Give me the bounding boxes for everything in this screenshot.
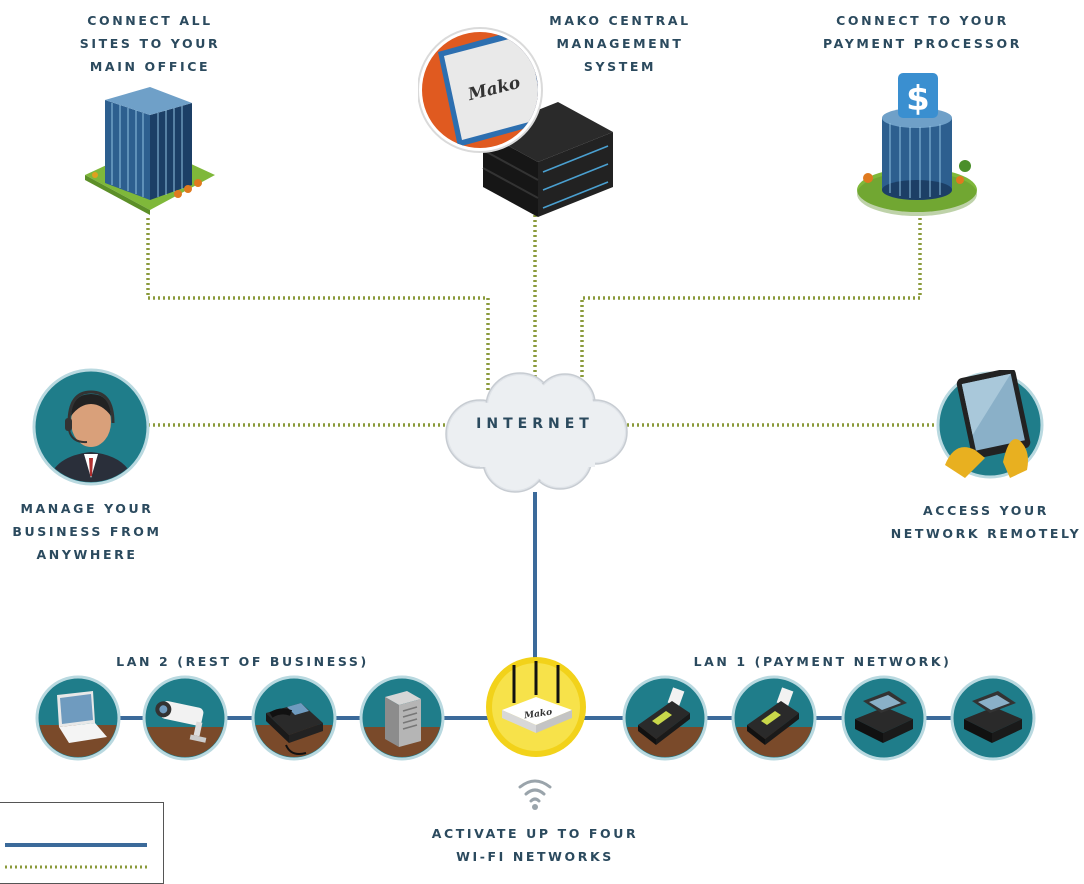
office-building-icon [80, 75, 220, 215]
link-main-office [146, 218, 490, 390]
wifi-icon [510, 773, 560, 813]
label-central-mgmt: MAKO CENTRAL MANAGEMENT SYSTEM [549, 13, 691, 74]
label-lan2: LAN 2 (REST OF BUSINESS) [116, 654, 369, 669]
security-camera-icon [142, 675, 228, 761]
router-logo: Mako [523, 708, 553, 722]
server-tower-icon [359, 675, 445, 761]
label-wifi: ACTIVATE UP TO FOUR WI-FI NETWORKS [431, 826, 639, 864]
payment-processor-building-icon: $ [850, 68, 985, 218]
laptop-icon [35, 675, 121, 761]
link-payment-processor [580, 218, 922, 390]
dollar-sign-icon: $ [906, 79, 930, 119]
label-manage: MANAGE YOUR BUSINESS FROM ANYWHERE [12, 501, 162, 562]
legend-box [0, 802, 164, 884]
label-access: ACCESS YOUR NETWORK REMOTELY [890, 503, 1082, 541]
pos-register-icon [841, 675, 927, 761]
card-terminal-icon [622, 675, 708, 761]
central-management-server-icon: Mako [418, 22, 618, 222]
tablet-remote-access-icon [935, 370, 1045, 480]
pos-register-icon-2 [950, 675, 1036, 761]
label-main-office: CONNECT ALL SITES TO YOUR MAIN OFFICE [79, 13, 221, 74]
card-terminal-icon-2 [731, 675, 817, 761]
label-lan1: LAN 1 (PAYMENT NETWORK) [693, 654, 952, 669]
desk-phone-icon [251, 675, 337, 761]
support-agent-icon [32, 368, 150, 486]
label-payment-processor: CONNECT TO YOUR PAYMENT PROCESSOR [823, 13, 1022, 51]
internet-cloud-icon [435, 362, 635, 497]
legend-swatches [5, 843, 147, 869]
internet-label: INTERNET [476, 416, 594, 432]
mako-router-icon: Mako [484, 655, 588, 759]
